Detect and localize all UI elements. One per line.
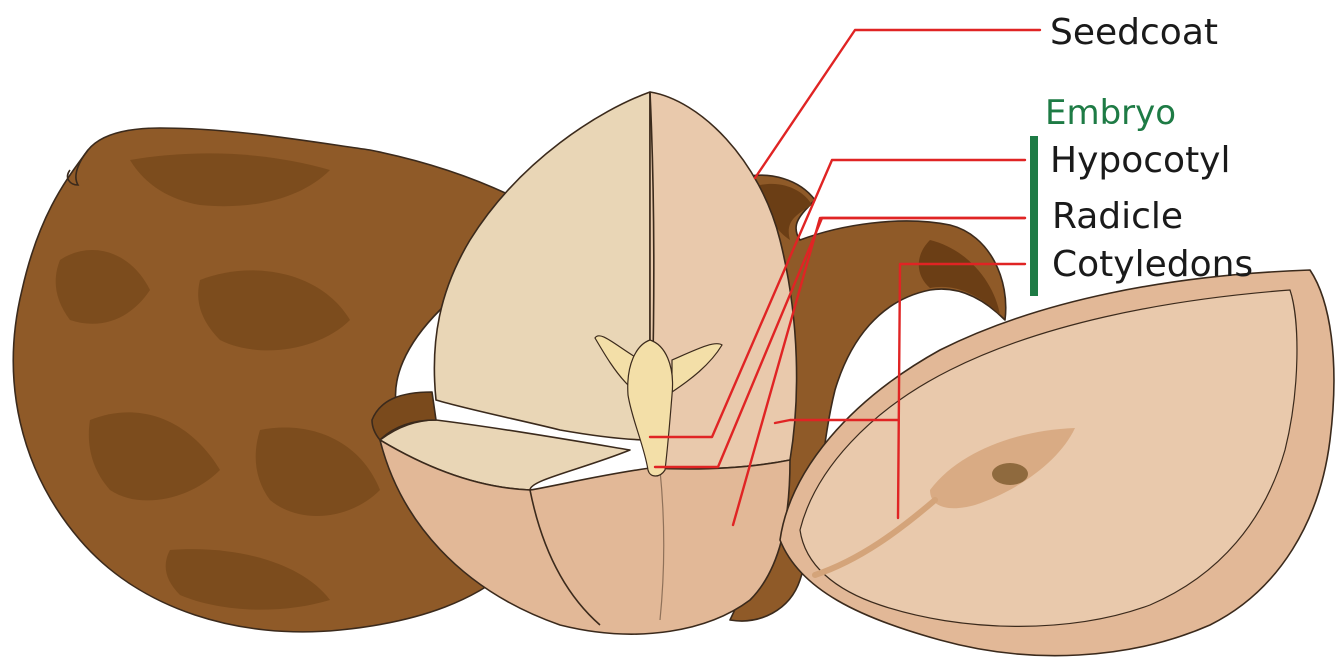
label-hypocotyl: Hypocotyl	[1050, 140, 1231, 181]
split-seed-left-cotyledon	[434, 92, 650, 440]
label-embryo-heading: Embryo	[1045, 93, 1176, 133]
embryo-axis	[628, 340, 673, 476]
leader-line-seedcoat	[755, 30, 1040, 178]
cotyledon-embryo-spot	[992, 463, 1028, 485]
label-radicle: Radicle	[1052, 196, 1183, 237]
embryo-bracket	[1030, 136, 1038, 296]
label-cotyledons: Cotyledons	[1052, 244, 1253, 285]
label-seedcoat: Seedcoat	[1050, 12, 1218, 53]
labels: Seedcoat Embryo Hypocotyl Radicle Cotyle…	[1045, 12, 1253, 285]
